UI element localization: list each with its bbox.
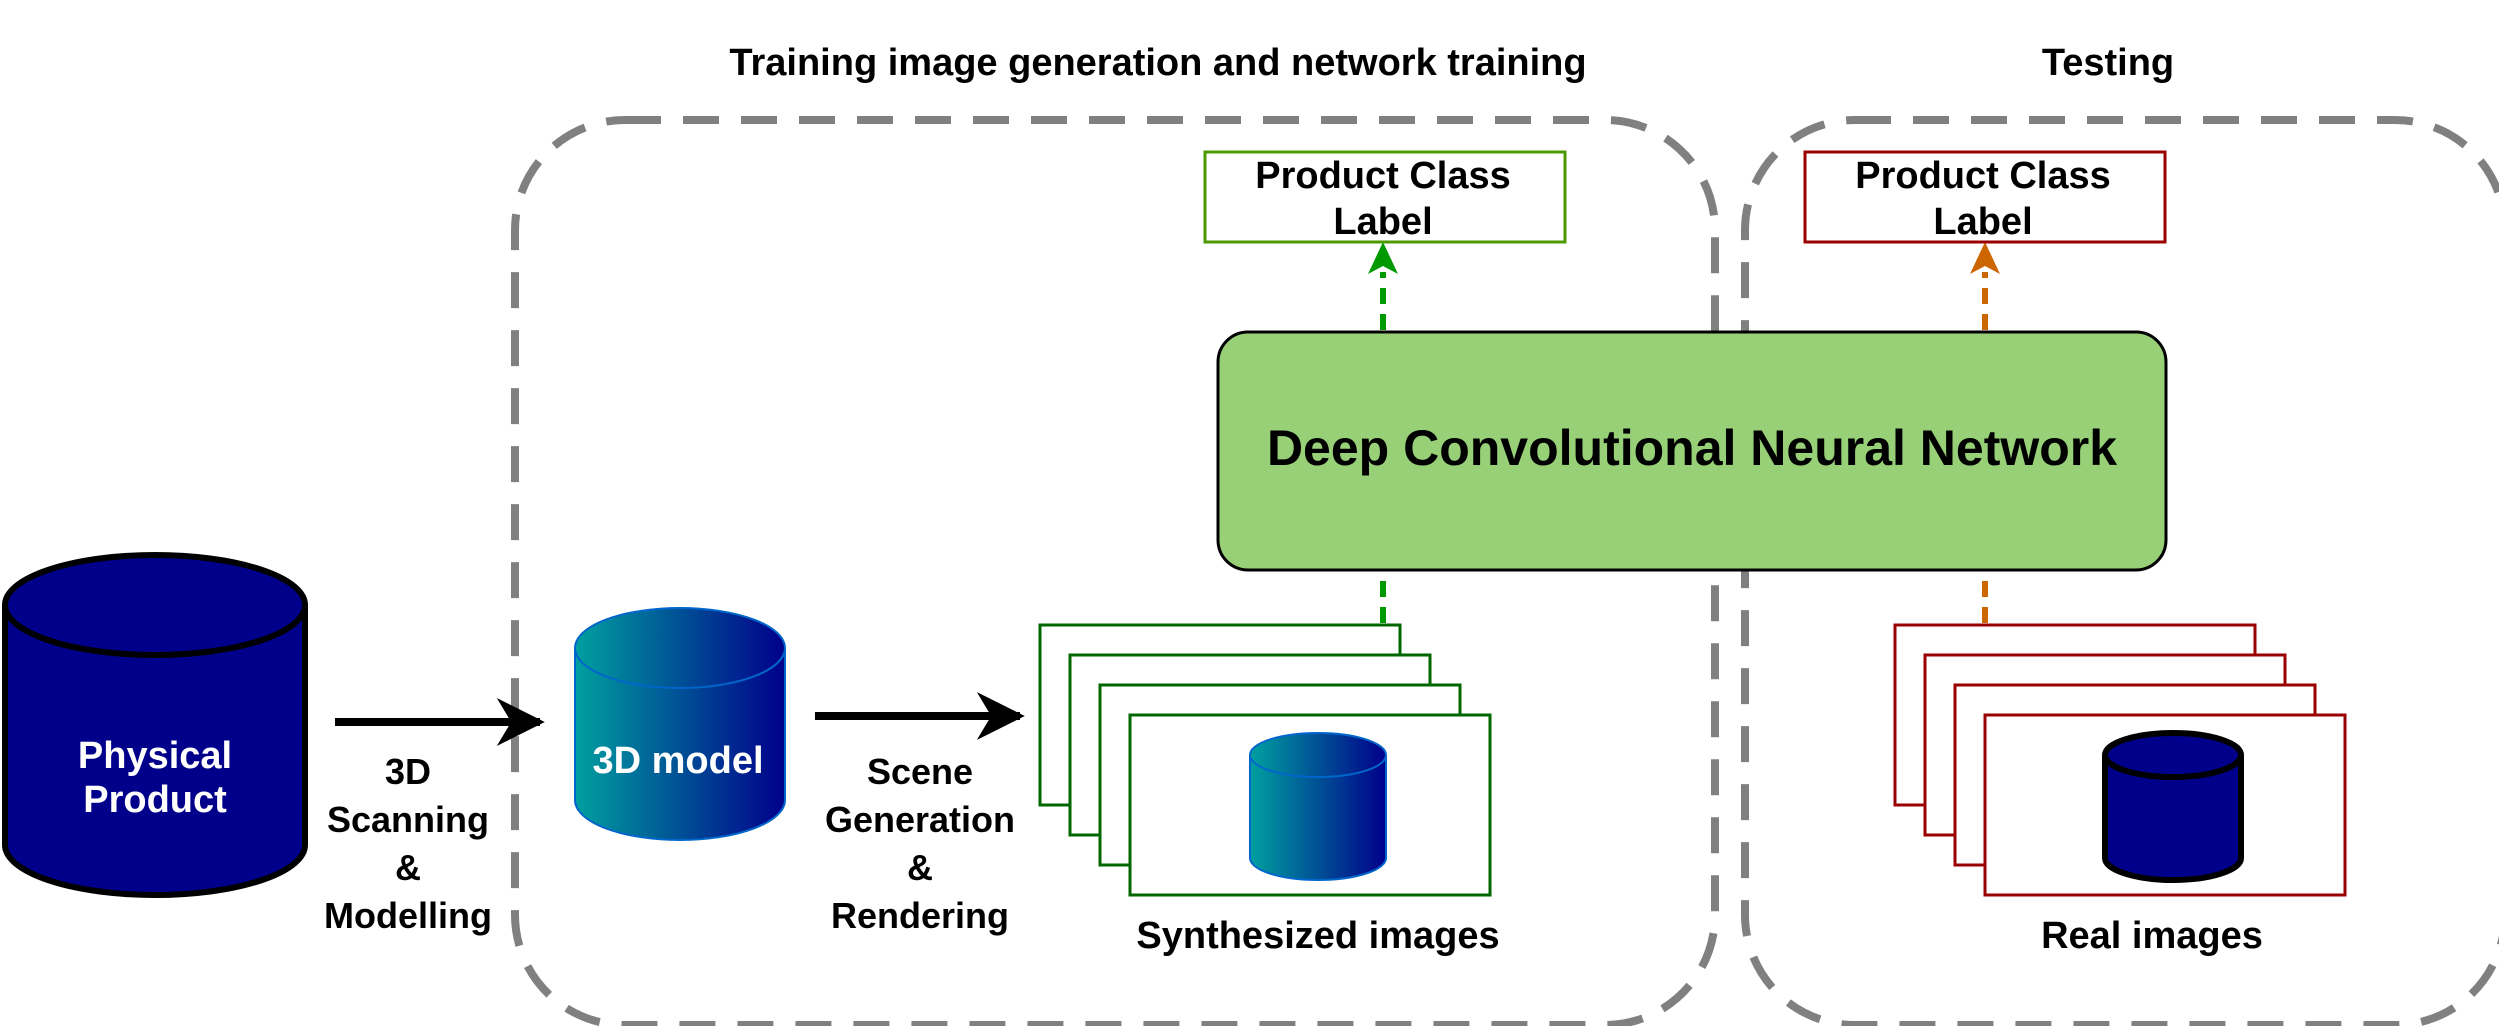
scene-edge-label-line1: Scene: [867, 751, 973, 792]
scene-edge-label: Scene Generation & Rendering: [825, 751, 1015, 936]
scan-edge-label-line1: 3D: [385, 751, 431, 792]
real-images-caption: Real images: [2041, 915, 2263, 957]
testing-section-title: Testing: [2042, 42, 2174, 84]
scene-edge-label-line3: &: [907, 847, 933, 888]
training-section-title: Training image generation and network tr…: [729, 42, 1586, 84]
3d-model-cylinder: 3D model: [574, 607, 786, 841]
train-product-class-label-line2: Label: [1333, 201, 1432, 243]
train-label-arrowhead: [1368, 242, 1398, 274]
test-label-arrowhead: [1970, 242, 2000, 274]
train-product-class-label-box: [1203, 150, 1567, 244]
scene-edge-label-line4: Rendering: [831, 895, 1009, 936]
real-image-cylinder-icon: [2102, 730, 2244, 883]
synthesized-images-caption: Synthesized images: [1136, 915, 1499, 957]
test-product-class-label-line1: Product Class: [1855, 155, 2111, 197]
dcnn-label: Deep Convolutional Neural Network: [1267, 420, 2117, 476]
test-product-class-label-line2: Label: [1933, 201, 2032, 243]
synthesized-images-stack: [1038, 623, 1492, 897]
dcnn-box: [1216, 330, 2168, 572]
scan-edge-label-line3: &: [395, 847, 421, 888]
testing-group-border: [1741, 116, 2499, 1029]
synth-image-cylinder-icon: [1249, 732, 1387, 881]
test-product-class-label-box: [1803, 150, 2167, 244]
train-product-class-label-line1: Product Class: [1255, 155, 1511, 197]
3d-model-label: 3D model: [592, 740, 763, 782]
physical-product-cylinder: Physical Product: [2, 552, 308, 898]
training-group-border: [511, 116, 1719, 1029]
scene-edge-label-line2: Generation: [825, 799, 1015, 840]
scan-edge-label-line2: Scanning: [327, 799, 489, 840]
real-images-stack: [1893, 623, 2347, 897]
physical-product-label-line2: Product: [83, 779, 227, 821]
physical-product-label-line1: Physical: [78, 735, 232, 777]
scan-edge-label-line4: Modelling: [324, 895, 492, 936]
scan-edge-label: 3D Scanning & Modelling: [324, 751, 492, 936]
